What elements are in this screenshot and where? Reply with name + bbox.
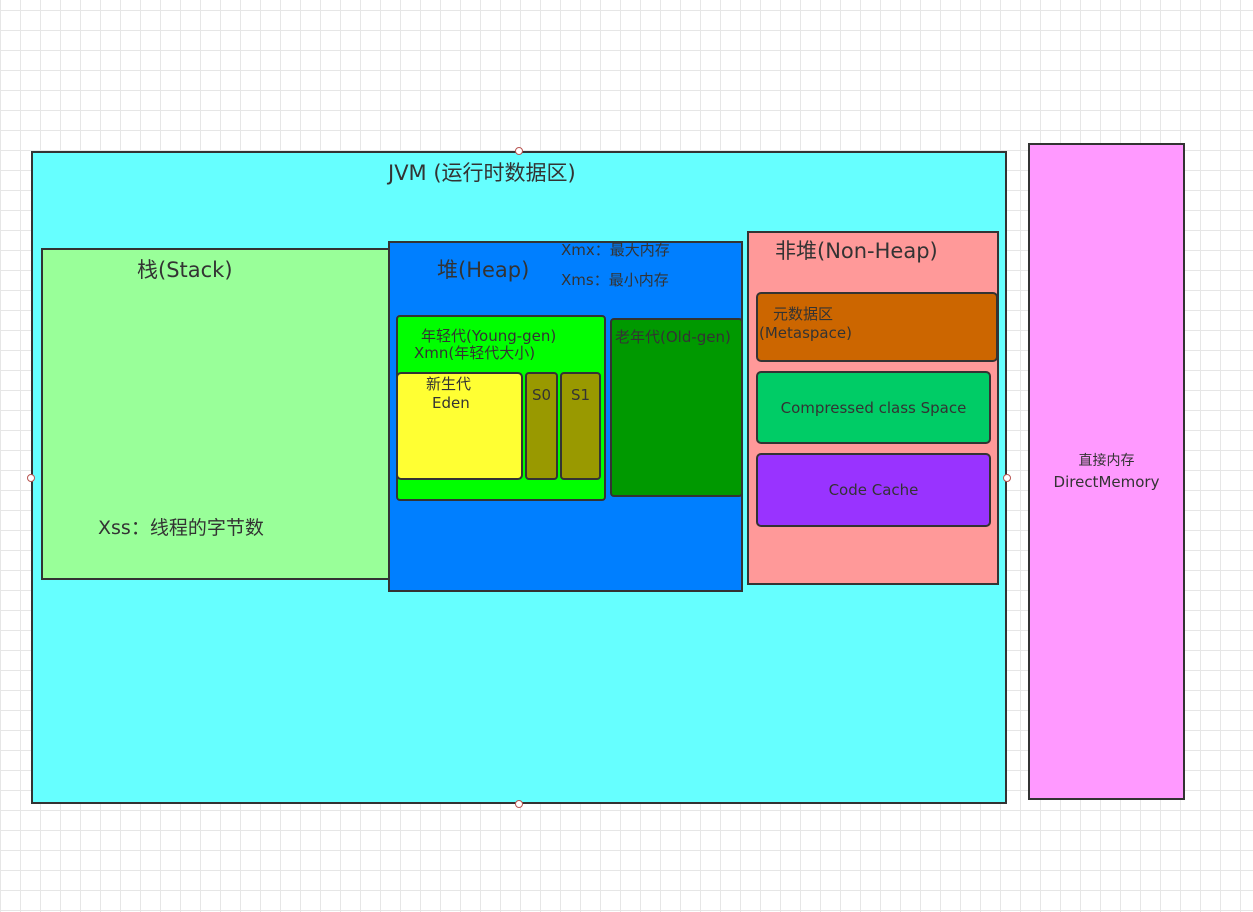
direct-memory-label-line1: 直接内存 [1078,453,1135,470]
metaspace-label-line2: (Metaspace) [759,324,852,342]
young-gen-title: 年轻代(Young-gen) [421,327,557,345]
resize-handle-bottom[interactable] [515,800,523,808]
code-cache-area[interactable]: Code Cache [756,453,991,527]
survivor-s1-area[interactable]: S1 [560,372,601,480]
nonheap-title: 非堆(Non-Heap) [775,239,938,263]
direct-memory-label-line2: DirectMemory [1053,472,1160,491]
survivor-s0-label: S0 [531,386,552,404]
compressed-class-space-label: Compressed class Space [780,398,967,417]
compressed-class-space-area[interactable]: Compressed class Space [756,371,991,444]
survivor-s1-label: S1 [570,386,591,404]
young-gen-xmn-label: Xmn(年轻代大小) [414,344,536,362]
eden-area[interactable] [396,372,523,480]
direct-memory-area[interactable]: 直接内存 DirectMemory [1028,143,1185,800]
stack-xss-label: Xss：线程的字节数 [98,517,264,539]
metaspace-area[interactable] [756,292,998,362]
resize-handle-right[interactable] [1003,474,1011,482]
survivor-s0-area[interactable]: S0 [525,372,558,480]
eden-label-line1: 新生代 [426,375,472,393]
old-gen-title: 老年代(Old-gen) [615,328,731,346]
stack-title: 栈(Stack) [137,258,233,282]
heap-title: 堆(Heap) [437,258,530,282]
jvm-title: JVM (运行时数据区) [388,161,576,185]
code-cache-label: Code Cache [828,481,919,499]
resize-handle-top[interactable] [515,147,523,155]
old-gen-area[interactable] [610,318,743,497]
resize-handle-left[interactable] [27,474,35,482]
heap-xmx-label: Xmx：最大内存 [561,241,670,259]
eden-label-line2: Eden [432,394,470,412]
stack-area[interactable] [41,248,391,580]
metaspace-label-line1: 元数据区 [773,305,834,323]
heap-xms-label: Xms：最小内存 [561,271,669,289]
